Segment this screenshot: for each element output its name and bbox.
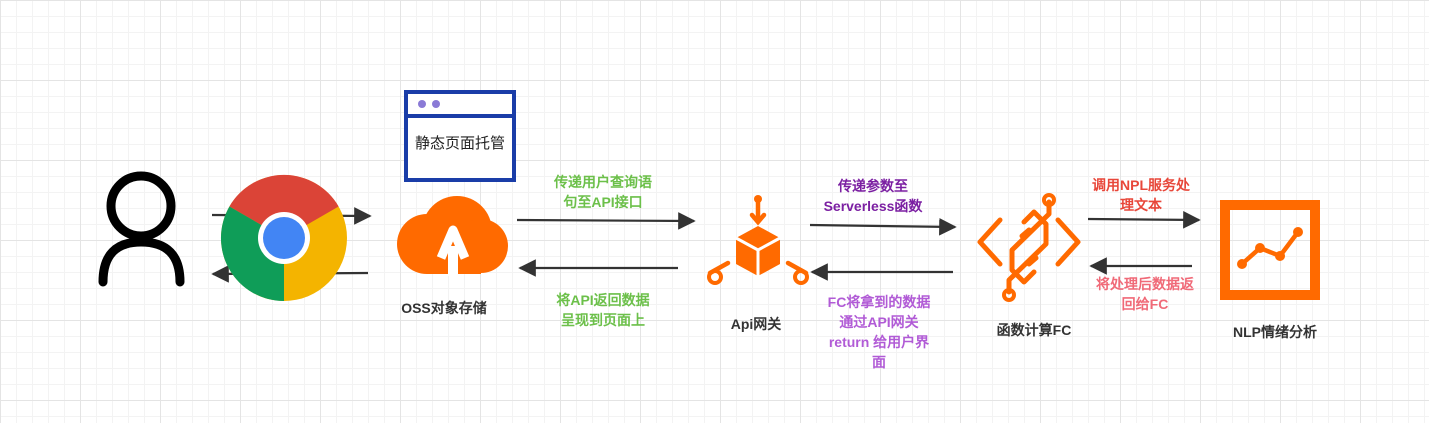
nlp-label: NLP情绪分析 <box>1233 324 1317 340</box>
edge-label-send-query: 传递用户查询语 句至API接口 <box>554 174 652 210</box>
arrow-api-to-fc <box>809 217 957 236</box>
oss-cloud-icon <box>397 196 508 276</box>
nlp-chart-icon <box>1220 200 1320 300</box>
static-hosting-box: 静态页面托管 <box>404 90 516 182</box>
edge-label-nlp-return: 将处理后数据返 回给FC <box>1096 276 1194 312</box>
api-gateway-label: Api网关 <box>730 316 782 332</box>
api-gateway-icon <box>707 195 809 285</box>
edge-label-fc-return: FC将拿到的数据 通过API网关 return 给用户界 面 <box>827 294 931 370</box>
chrome-icon <box>220 174 347 301</box>
edge-label-pass-params: 传递参数至 Serverless函数 <box>823 178 923 214</box>
browser-window-icon <box>408 94 512 118</box>
static-hosting-label: 静态页面托管 <box>414 135 505 152</box>
function-compute-icon <box>977 193 1081 302</box>
oss-label: OSS对象存储 <box>401 300 487 316</box>
function-compute-label: 函数计算FC <box>996 322 1072 338</box>
edge-label-render-page: 将API返回数据 呈现到页面上 <box>556 292 650 328</box>
edge-label-call-nlp: 调用NPL服务处 理文本 <box>1092 177 1190 213</box>
user-icon <box>98 171 185 287</box>
arrow-fc-to-nlp <box>1087 211 1201 229</box>
arrow-oss-to-api <box>516 212 696 230</box>
